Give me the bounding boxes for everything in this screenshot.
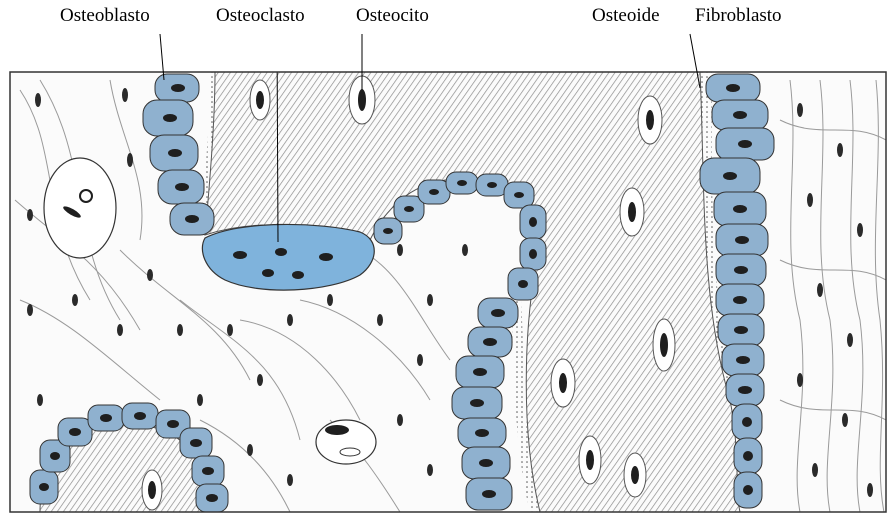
tissue-area [10,34,886,512]
osteoclast [202,224,374,290]
